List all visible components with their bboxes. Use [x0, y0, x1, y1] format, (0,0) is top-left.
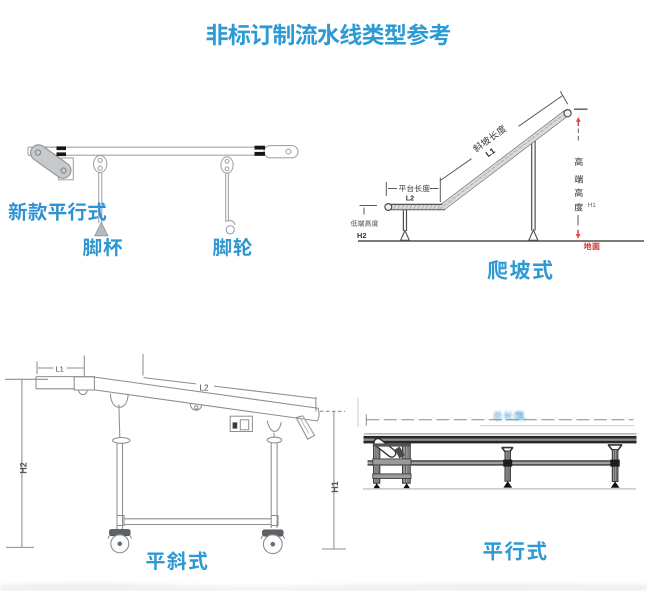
svg-text:L1: L1 — [56, 365, 64, 374]
svg-text:H2: H2 — [357, 231, 366, 240]
svg-text:H1: H1 — [588, 202, 597, 209]
svg-text:H2: H2 — [19, 462, 29, 474]
svg-text:L: L — [522, 412, 527, 422]
svg-text:L2: L2 — [200, 383, 209, 392]
svg-text:H1: H1 — [330, 481, 340, 493]
svg-text:L2: L2 — [406, 194, 414, 203]
